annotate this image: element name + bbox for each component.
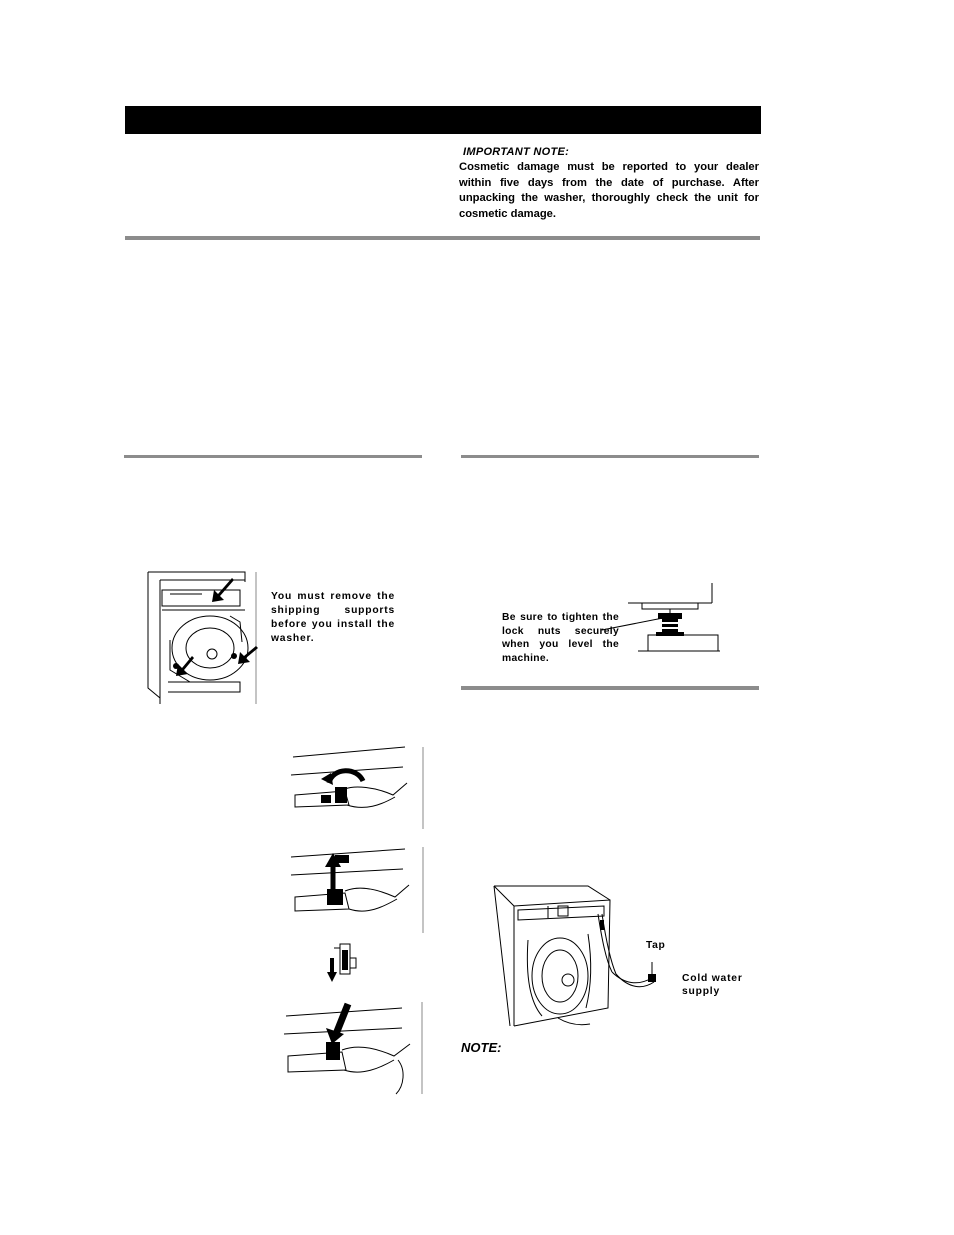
support-bolt-illustration [327, 940, 360, 982]
right-column-divider-2 [461, 686, 759, 690]
water-supply-illustration [488, 880, 656, 1030]
remove-support-step-3-illustration [278, 1000, 424, 1095]
lock-nut-caption: Be sure to tighten the lock nuts securel… [502, 612, 619, 664]
cold-water-supply-label: Cold water supply [682, 973, 743, 997]
tap-label: Tap [646, 940, 666, 951]
leveling-foot-illustration [598, 583, 720, 655]
important-note-body: Cosmetic damage must be reported to your… [459, 161, 759, 220]
shipping-supports-caption: You must remove the shipping supports be… [271, 591, 395, 644]
right-column-divider [461, 455, 759, 458]
remove-support-step-1-illustration [285, 745, 425, 830]
remove-support-step-2-illustration [285, 845, 425, 935]
important-note-title: IMPORTANT NOTE: [463, 146, 570, 158]
section-header-bar [125, 106, 761, 134]
shipping-supports-illustration [140, 570, 258, 705]
note-label: NOTE: [461, 1040, 502, 1055]
section-divider [125, 236, 760, 240]
left-column-divider [124, 455, 422, 458]
